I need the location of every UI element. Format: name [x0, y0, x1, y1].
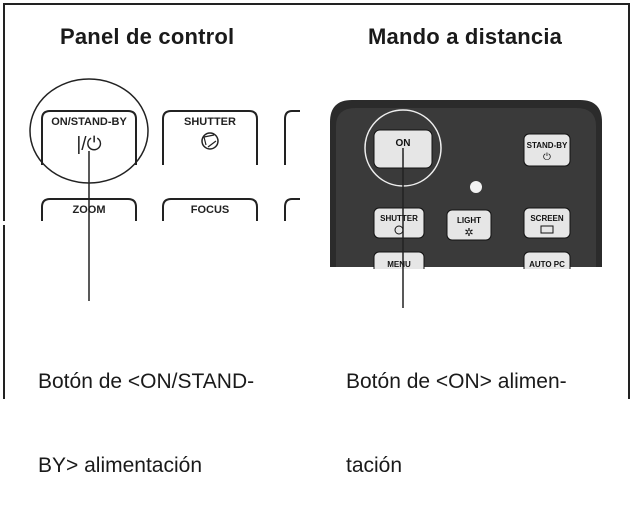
remote-illustration: ON | STAND-BY ⏻ SHUTTER LIGHT ✲ SCREEN M…	[330, 100, 610, 272]
right-caption-line1: Botón de <ON> alimen-	[346, 370, 567, 393]
panel-title: Panel de control	[60, 24, 235, 49]
figure-frame	[3, 3, 630, 399]
remote-indicator-led	[470, 181, 482, 193]
left-caption-line1: Botón de <ON/STAND-	[38, 370, 255, 393]
svg-text:ON: ON	[396, 138, 411, 149]
control-panel-illustration: ON/STAND-BY |/⏻ SHUTTER ZOOM FOCUS	[0, 78, 310, 225]
left-caption: Botón de <ON/STAND- BY> alimentación	[38, 312, 254, 508]
remote-title: Mando a distancia	[368, 24, 563, 49]
focus-button-label: FOCUS	[191, 204, 230, 216]
shutter-button-label: SHUTTER	[184, 116, 236, 128]
remote-shutter-button	[373, 207, 425, 239]
svg-text:✲: ✲	[464, 227, 473, 239]
svg-text:LIGHT: LIGHT	[457, 216, 481, 225]
svg-text:STAND-BY: STAND-BY	[527, 141, 568, 150]
shutter-icon	[201, 132, 219, 150]
left-leader-line	[88, 151, 90, 301]
svg-text:SHUTTER: SHUTTER	[380, 214, 418, 223]
remote-standby-button	[523, 133, 571, 167]
right-caption: Botón de <ON> alimen- tación	[346, 312, 567, 508]
right-caption-line2: tación	[346, 454, 403, 477]
remote-light-button	[446, 209, 492, 241]
on-standby-button-symbol: |/⏻	[76, 134, 101, 155]
on-standby-button-outline	[41, 110, 137, 165]
right-leader-line	[402, 148, 404, 308]
remote-autopc-button	[523, 251, 571, 272]
remote-screen-button	[523, 207, 571, 239]
svg-text:SCREEN: SCREEN	[530, 214, 564, 223]
left-caption-line2: BY> alimentación	[38, 454, 203, 477]
svg-text:MENU: MENU	[387, 260, 411, 269]
remote-menu-button	[373, 251, 425, 272]
svg-text:AUTO PC: AUTO PC	[529, 260, 565, 269]
partial-button-outline	[284, 110, 300, 165]
svg-text:⏻: ⏻	[543, 152, 551, 163]
shutter-button-outline	[162, 110, 258, 165]
on-standby-button-label: ON/STAND-BY	[51, 116, 127, 128]
focus-button-outline	[162, 198, 258, 225]
